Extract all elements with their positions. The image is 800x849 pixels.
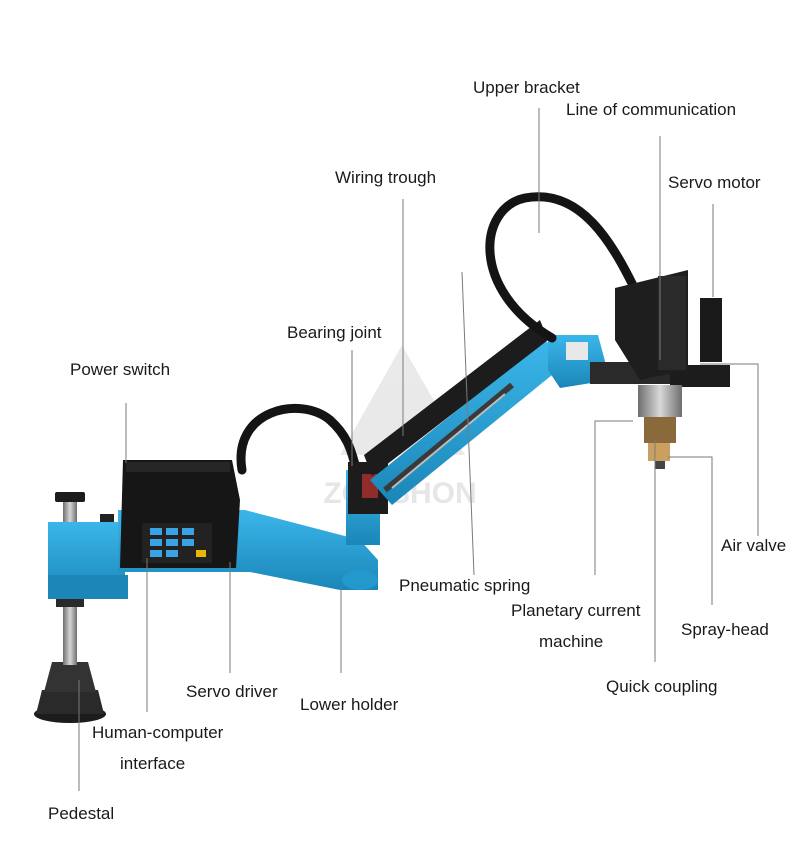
label-planetary-line2: machine — [539, 632, 604, 651]
lower-cable — [236, 403, 361, 475]
label-servo-motor: Servo motor — [668, 173, 761, 192]
lower-arm — [346, 462, 388, 545]
label-wiring-trough: Wiring trough — [335, 168, 437, 187]
label-pedestal: Pedestal — [48, 804, 115, 823]
label-line-of-communication: Line of communication — [566, 100, 737, 119]
label-hci-line1: Human-computer — [92, 723, 224, 742]
upper-arm — [364, 320, 568, 505]
label-human-computer-interface: Human-computer interface — [92, 723, 223, 774]
label-power-switch: Power switch — [70, 360, 171, 379]
label-spray-head: Spray-head — [681, 620, 769, 639]
label-air-valve: Air valve — [721, 536, 787, 555]
label-pneumatic-spring: Pneumatic spring — [399, 576, 531, 595]
label-lower-holder: Lower holder — [300, 695, 399, 714]
upper-cable — [485, 192, 645, 343]
label-planetary-line1: Planetary current — [511, 601, 641, 620]
label-planetary-current-machine: Planetary current machine — [511, 601, 640, 652]
spindle-assembly — [638, 385, 682, 469]
label-upper-bracket: Upper bracket — [473, 78, 580, 97]
servo-motor-part — [615, 270, 722, 380]
label-hci-line2: interface — [120, 754, 186, 773]
control-box — [120, 460, 240, 568]
label-bearing-joint: Bearing joint — [287, 323, 382, 342]
label-quick-coupling: Quick coupling — [606, 677, 718, 696]
label-servo-driver: Servo driver — [186, 682, 278, 701]
leader-lines — [78, 108, 759, 791]
